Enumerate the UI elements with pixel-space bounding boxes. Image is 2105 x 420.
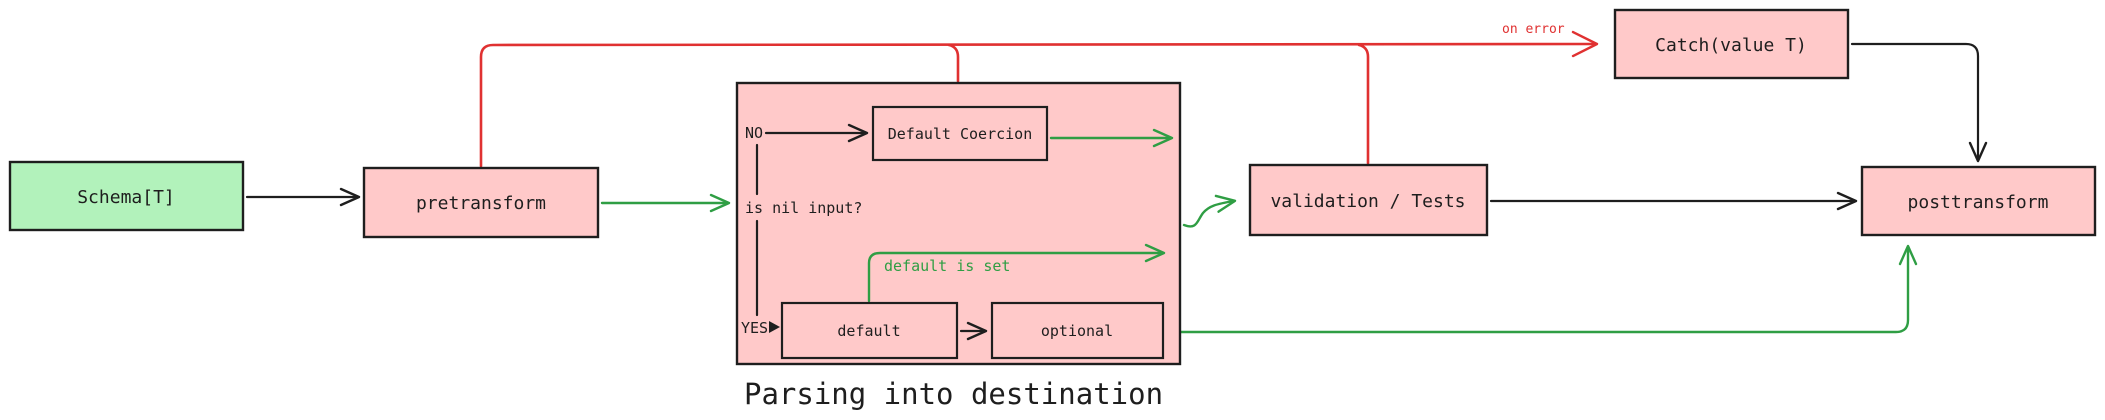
edge-optional-to-posttransform	[1164, 244, 1918, 334]
yes-arrowhead	[769, 321, 780, 333]
node-catch	[1613, 8, 1850, 80]
yes-label: YES	[741, 319, 768, 337]
node-default-label: default	[837, 322, 900, 340]
edge-validation-on-error	[1357, 43, 1370, 165]
node-default	[780, 301, 959, 360]
node-optional	[990, 301, 1165, 360]
node-default-coercion	[871, 105, 1049, 162]
node-pretransform	[362, 166, 600, 239]
node-pretransform-label: pretransform	[416, 193, 546, 214]
node-posttransform-label: posttransform	[1908, 192, 2049, 213]
no-label: NO	[745, 124, 763, 142]
parsing-box-caption: Parsing into destination	[744, 377, 1163, 411]
edge-pretransform-on-error	[479, 30, 1599, 168]
node-posttransform	[1860, 165, 2097, 237]
is-nil-input-label: is nil input?	[745, 199, 862, 217]
edge-default-is-set	[867, 243, 1166, 303]
edge-catch-to-posttransform	[1850, 42, 1988, 163]
node-schema	[8, 160, 245, 232]
node-validation-label: validation / Tests	[1270, 191, 1465, 212]
node-schema-label: Schema[T]	[77, 187, 175, 208]
edge-parsing-box-to-validation-squiggle	[1182, 194, 1237, 228]
node-catch-label: Catch(value T)	[1655, 35, 1807, 56]
node-default-coercion-label: Default Coercion	[888, 125, 1033, 143]
node-optional-label: optional	[1041, 322, 1113, 340]
default-is-set-label: default is set	[884, 257, 1010, 275]
edge-parsing-box-on-error	[947, 43, 960, 83]
on-error-label: on error	[1502, 22, 1565, 37]
node-validation	[1248, 163, 1489, 237]
